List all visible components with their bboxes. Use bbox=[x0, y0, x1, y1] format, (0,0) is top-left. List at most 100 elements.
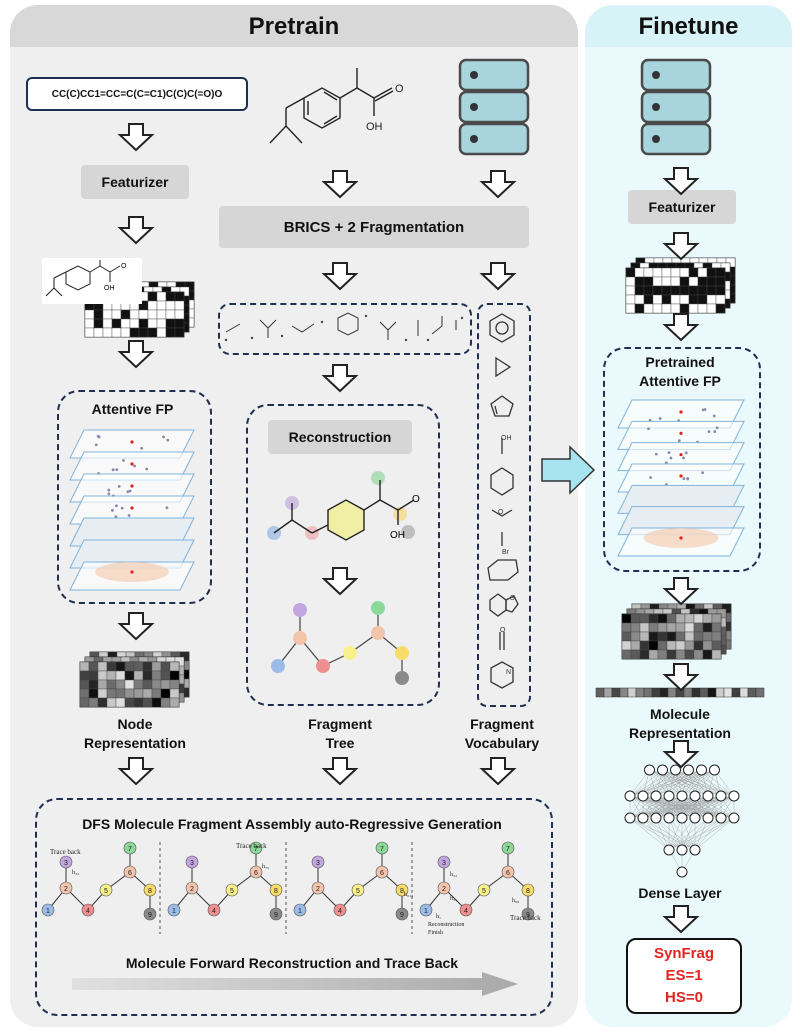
dfs-node-number: 5 bbox=[230, 888, 234, 895]
graph-layers-icon bbox=[69, 429, 195, 591]
smiles-text: CC(C)CC1=CC=C(C=C1)C(C)C(=O)O bbox=[51, 88, 223, 100]
reconstruction-finish-annotation: Finish bbox=[428, 930, 443, 936]
svg-text:O: O bbox=[121, 263, 127, 270]
forward-reconstruction-title: Molecule Forward Reconstruction and Trac… bbox=[125, 955, 459, 971]
svg-text:O: O bbox=[500, 627, 506, 634]
fragment-icon bbox=[224, 312, 464, 342]
down-arrow-icon bbox=[117, 123, 155, 152]
dfs-node-number: 9 bbox=[400, 912, 404, 919]
down-arrow-icon bbox=[479, 170, 517, 199]
down-arrow-icon bbox=[662, 740, 700, 769]
fragment-tree-graph bbox=[271, 601, 409, 685]
down-arrow-icon bbox=[321, 567, 359, 596]
dfs-node-number: 8 bbox=[148, 888, 152, 895]
featurizer-box: Featurizer bbox=[81, 165, 189, 199]
dfs-node-number: 3 bbox=[442, 860, 446, 867]
dfs-generation-box bbox=[35, 798, 553, 1016]
forward-arrow-icon bbox=[72, 972, 518, 996]
fragmentation-box: BRICS + 2 Fragmentation bbox=[219, 206, 529, 248]
dfs-node-number: 2 bbox=[64, 886, 68, 893]
down-arrow-icon bbox=[117, 340, 155, 369]
pretrained-fp-box bbox=[603, 347, 761, 572]
molecule-representation-vector bbox=[595, 687, 765, 698]
down-arrow-icon bbox=[662, 663, 700, 692]
down-arrow-icon bbox=[321, 170, 359, 199]
down-arrow-icon bbox=[662, 167, 700, 196]
database-icon bbox=[458, 58, 530, 156]
down-arrow-icon bbox=[662, 905, 700, 934]
fragment-row-box bbox=[218, 303, 472, 355]
dfs-node-number: 6 bbox=[128, 870, 132, 877]
dfs-node-number: 5 bbox=[356, 888, 360, 895]
hidden-state-label: h₃₃ bbox=[72, 870, 79, 876]
dfs-node-number: 1 bbox=[172, 908, 176, 915]
dfs-node-number: 4 bbox=[338, 908, 342, 915]
dfs-node-number: 8 bbox=[274, 888, 278, 895]
pretrain-title: Pretrain bbox=[248, 13, 340, 40]
hidden-state-label: h₃₂ bbox=[450, 872, 457, 878]
svg-text:S: S bbox=[510, 595, 515, 602]
svg-text:O: O bbox=[412, 494, 420, 505]
fingerprint-grid-icon bbox=[79, 651, 190, 708]
fragment-vocabulary-box bbox=[477, 303, 531, 707]
dfs-node-number: 1 bbox=[424, 908, 428, 915]
dfs-node-number: 2 bbox=[190, 886, 194, 893]
down-arrow-icon bbox=[321, 262, 359, 291]
molecule-icon: O OH bbox=[42, 258, 142, 304]
finetune-header-band bbox=[585, 5, 792, 47]
down-arrow-icon bbox=[662, 313, 700, 342]
dfs-node-number: 4 bbox=[212, 908, 216, 915]
fingerprint-grid-icon bbox=[621, 603, 732, 660]
output-box: SynFrag ES=1 HS=0 bbox=[626, 938, 742, 1014]
dfs-step-diagrams: 123456789123456789123456789123456789Trac… bbox=[41, 841, 541, 936]
dfs-node-number: 7 bbox=[128, 846, 132, 853]
dfs-node-number: 2 bbox=[316, 886, 320, 893]
dfs-node-number: 2 bbox=[442, 886, 446, 893]
down-arrow-icon bbox=[117, 757, 155, 786]
down-arrow-icon bbox=[117, 612, 155, 641]
reconstruction-box bbox=[246, 404, 440, 706]
svg-text:OH: OH bbox=[501, 435, 512, 442]
molecule-representation-label: Molecule Representation bbox=[629, 706, 731, 741]
svg-text:O: O bbox=[498, 509, 504, 516]
svg-text:OH: OH bbox=[104, 285, 115, 292]
hidden-state-label: h₇₆ bbox=[262, 864, 269, 870]
pretrained-fp-title: Pretrained Attentive FP bbox=[639, 354, 721, 389]
node-representation-label: Node Representation bbox=[84, 716, 186, 751]
down-arrow-icon bbox=[321, 364, 359, 393]
hidden-state-label: h₈₁₀ bbox=[404, 892, 413, 898]
reconstruction-finish-annotation: Reconstruction bbox=[428, 922, 464, 928]
fragment-vocabulary-label: Fragment Vocabulary bbox=[464, 716, 540, 751]
dfs-node-number: 5 bbox=[104, 888, 108, 895]
attentive-fp-box bbox=[57, 390, 212, 604]
dfs-node-number: 3 bbox=[316, 860, 320, 867]
dfs-node-number: 6 bbox=[506, 870, 510, 877]
dfs-node-number: 8 bbox=[400, 888, 404, 895]
hidden-state-label: h₃₁ bbox=[450, 896, 457, 902]
dfs-node-number: 5 bbox=[482, 888, 486, 895]
dense-layer-label: Dense Layer bbox=[638, 885, 722, 901]
dfs-node-number: 9 bbox=[526, 912, 530, 919]
dfs-node-number: 7 bbox=[380, 846, 384, 853]
svg-text:OH: OH bbox=[390, 530, 405, 541]
graph-layers-icon bbox=[617, 399, 745, 557]
molecule-icon: O OH bbox=[267, 471, 420, 541]
down-arrow-icon bbox=[117, 216, 155, 245]
dfs-node-number: 4 bbox=[86, 908, 90, 915]
finetune-featurizer-box: Featurizer bbox=[628, 190, 736, 224]
dfs-node-number: 6 bbox=[254, 870, 258, 877]
database-icon bbox=[640, 58, 712, 156]
dfs-node-number: 1 bbox=[46, 908, 50, 915]
transfer-arrow-icon bbox=[541, 445, 596, 495]
attentive-fp-title: Attentive FP bbox=[91, 401, 174, 417]
svg-text:O: O bbox=[395, 83, 404, 95]
trace-back-annotation: Trace back bbox=[236, 842, 267, 850]
hidden-state-label: h₉₈ bbox=[512, 898, 519, 904]
output-es: ES=1 bbox=[665, 967, 703, 984]
dfs-node-number: 3 bbox=[190, 860, 194, 867]
dfs-title: DFS Molecule Fragment Assembly auto-Regr… bbox=[82, 816, 502, 832]
svg-text:N: N bbox=[506, 669, 511, 676]
dfs-node-number: 9 bbox=[274, 912, 278, 919]
trace-back-annotation: Trace back bbox=[50, 848, 81, 856]
dfs-node-number: 8 bbox=[526, 888, 530, 895]
